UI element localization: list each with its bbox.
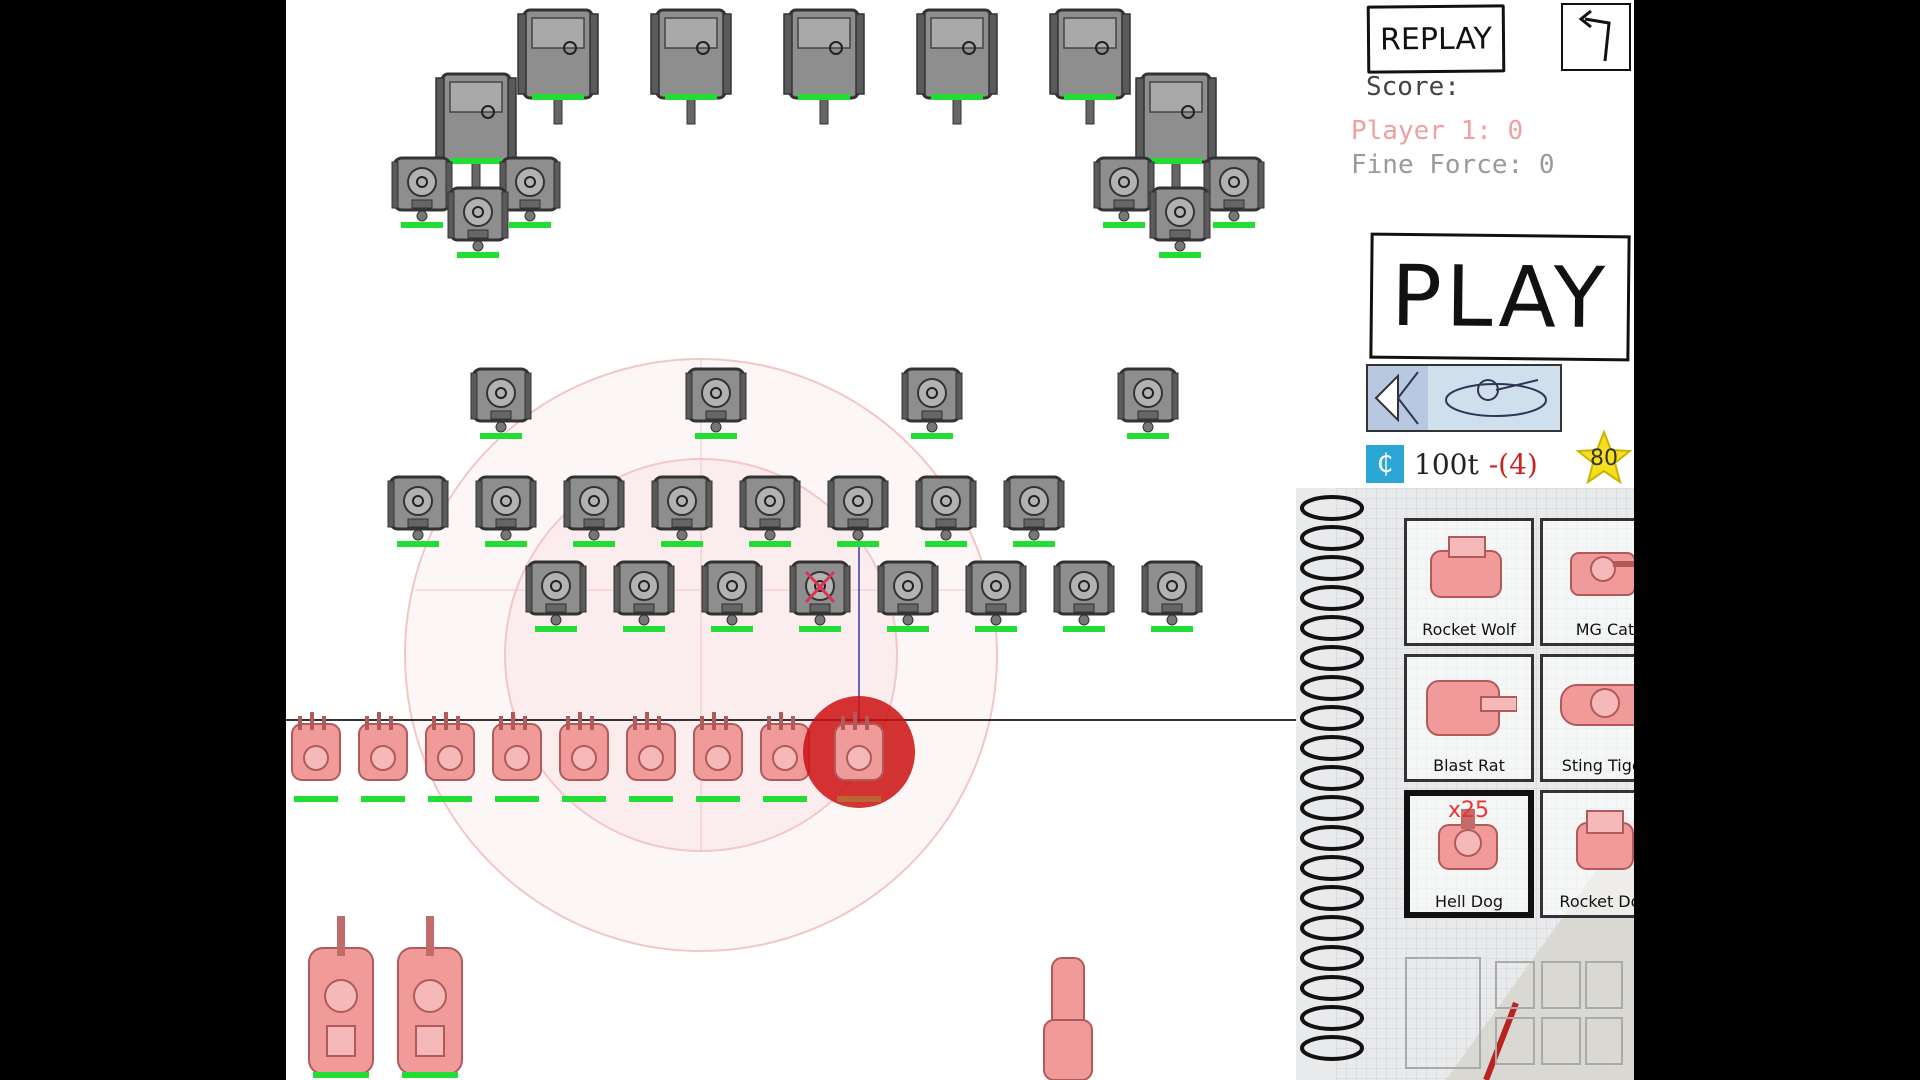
battlefield[interactable] — [286, 0, 1634, 1080]
star-badge: 80 — [1575, 429, 1633, 486]
page-thumbnails[interactable] — [1396, 948, 1626, 1078]
unit-card-hell-dog[interactable]: Hell Dog — [1404, 790, 1534, 918]
undo-arrow-icon — [1578, 9, 1611, 62]
unit-card-sting-tiger[interactable]: Sting Tiger — [1540, 654, 1634, 782]
credit-icon: ₵ — [1366, 445, 1404, 483]
unit-card-label: Hell Dog — [1434, 892, 1504, 911]
back-button[interactable] — [1561, 3, 1631, 71]
player-scout-unit[interactable] — [1043, 957, 1093, 1080]
enemy-light-tank[interactable] — [1092, 156, 1156, 230]
unit-card-count: x25 — [1448, 798, 1490, 823]
unit-card-label: Rocket Dog — [1559, 892, 1634, 911]
enemy-light-tank[interactable] — [900, 367, 964, 441]
unit-notebook: Rocket Wolf MG Cat Blast Rat Sting Tiger — [1296, 488, 1634, 1080]
enemy-light-tank[interactable] — [1140, 560, 1204, 634]
enemy-heavy-tank[interactable] — [1048, 8, 1132, 126]
unit-card-label: MG Cat — [1575, 620, 1634, 639]
player1-score: Player 1: 0 — [1351, 116, 1524, 146]
placing-health-bar — [837, 796, 881, 802]
unit-card-label: Blast Rat — [1433, 756, 1505, 775]
enemy-light-tank[interactable] — [1202, 156, 1266, 230]
enemy-light-tank[interactable] — [446, 186, 510, 260]
unit-preview-sketch-icon — [1368, 366, 1547, 430]
game-stage[interactable]: REPLAY Score: Player 1: 0 Fine Force: 0 … — [286, 0, 1634, 1080]
sting-tiger-icon — [1560, 684, 1634, 726]
mg-cat-icon — [1570, 552, 1634, 596]
player2-score: Fine Force: 0 — [1351, 150, 1555, 180]
rocket-wolf-icon — [1430, 536, 1502, 598]
star-count: 80 — [1590, 445, 1618, 471]
enemy-heavy-tank[interactable] — [649, 8, 733, 126]
blast-rat-icon — [1426, 680, 1517, 736]
unit-card-rocket-dog[interactable]: Rocket Dog — [1540, 790, 1634, 918]
star-icon — [1575, 429, 1633, 485]
credit-amount: 100t — [1414, 447, 1479, 481]
player-heavy-tank[interactable] — [308, 915, 374, 1079]
credits-display: ₵ 100t -(4) — [1366, 444, 1538, 484]
replay-button[interactable]: REPLAY — [1366, 4, 1506, 74]
enemy-heavy-tank[interactable] — [915, 8, 999, 126]
enemy-light-tank[interactable] — [390, 156, 454, 230]
enemy-light-tank[interactable] — [498, 156, 562, 230]
rocket-dog-icon — [1576, 810, 1634, 870]
unit-card-label: Sting Tiger — [1561, 756, 1634, 775]
hell-dog-icon — [1438, 809, 1498, 870]
enemy-light-tank[interactable] — [1148, 186, 1212, 260]
enemy-light-tank[interactable] — [1002, 475, 1066, 549]
unit-preview-toggle[interactable] — [1366, 364, 1562, 432]
enemy-heavy-tank[interactable] — [516, 8, 600, 126]
credit-cost: -(4) — [1488, 447, 1538, 481]
play-button[interactable]: PLAY — [1369, 232, 1631, 362]
player-tank[interactable] — [358, 711, 408, 803]
player-heavy-tank[interactable] — [397, 915, 463, 1079]
unit-card-blast-rat[interactable]: Blast Rat — [1404, 654, 1534, 782]
unit-card-mg-cat[interactable]: MG Cat — [1540, 518, 1634, 646]
enemy-light-tank[interactable] — [1052, 560, 1116, 634]
score-label: Score: — [1366, 72, 1460, 102]
unit-card-label: Rocket Wolf — [1422, 620, 1516, 639]
enemy-light-tank[interactable] — [1116, 367, 1180, 441]
target-cross-icon — [804, 570, 836, 604]
player-tank[interactable] — [291, 711, 341, 803]
unit-card-rocket-wolf[interactable]: Rocket Wolf — [1404, 518, 1534, 646]
spiral-binding-icon — [1300, 495, 1364, 1061]
enemy-heavy-tank[interactable] — [782, 8, 866, 126]
